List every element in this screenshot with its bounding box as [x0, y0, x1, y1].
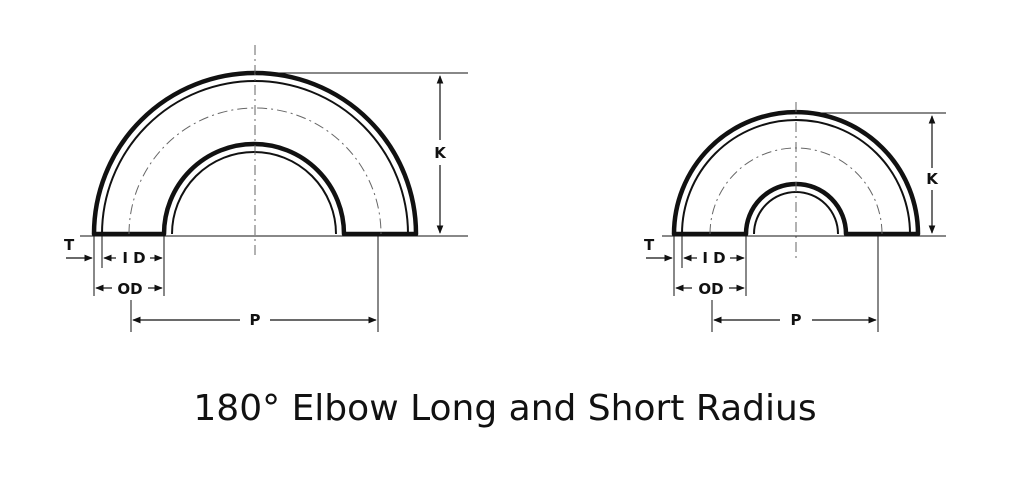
long-od-label: OD: [117, 280, 142, 298]
short-t-label: T: [644, 236, 655, 254]
short-radius-elbow: K T I D OD P: [644, 102, 946, 332]
short-elbow-body: [671, 109, 921, 237]
short-elbow-outer-wall: [681, 119, 911, 235]
long-t-label: T: [64, 236, 75, 254]
long-elbow-outer-wall: [101, 80, 409, 235]
long-p-label: P: [250, 311, 261, 329]
elbow-diagram: K T I D OD P K: [64, 45, 946, 332]
short-p-label: P: [791, 311, 802, 329]
short-k-label: K: [926, 170, 939, 188]
short-elbow-inner-wall: [753, 191, 839, 235]
long-elbow-inner-wall: [171, 151, 337, 235]
diagram-caption: 180° Elbow Long and Short Radius: [193, 388, 817, 429]
short-id-label: I D: [702, 249, 725, 267]
short-od-label: OD: [698, 280, 723, 298]
long-k-label: K: [434, 144, 447, 162]
long-elbow-centerline-arc: [128, 107, 382, 235]
long-elbow-body: [91, 70, 419, 237]
long-id-label: I D: [122, 249, 145, 267]
long-radius-elbow: K T I D OD P: [64, 45, 468, 332]
